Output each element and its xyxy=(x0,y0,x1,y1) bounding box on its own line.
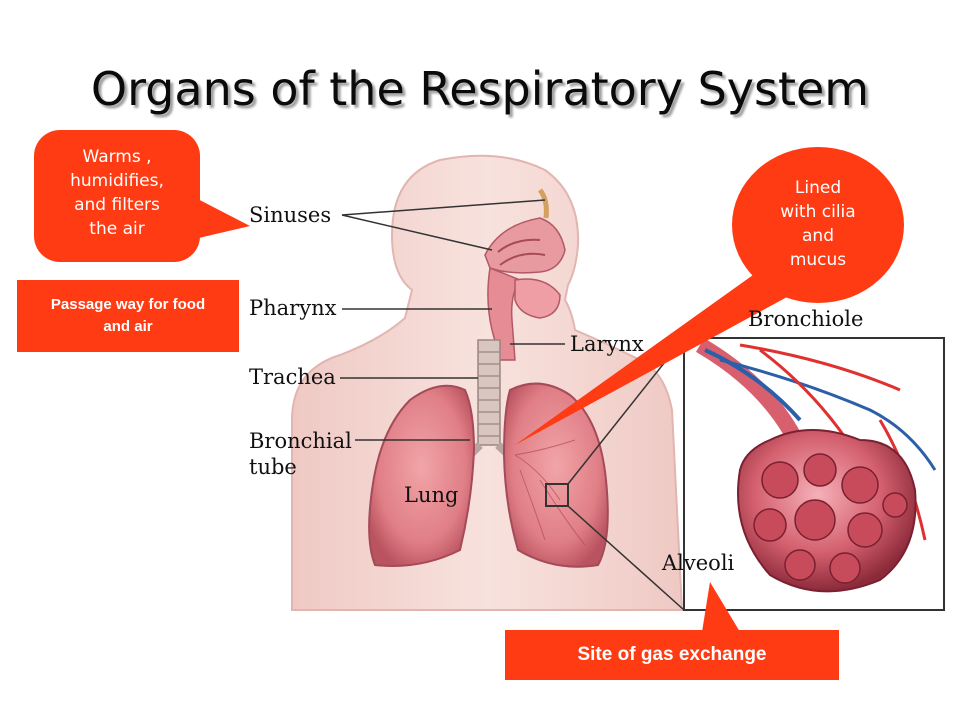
nasal-cavity xyxy=(484,188,566,274)
slide-title: Organs of the Respiratory System xyxy=(90,62,870,116)
callout-sinuses xyxy=(34,130,250,262)
label-sinuses: Sinuses xyxy=(249,203,332,227)
callout-bronchial-text: Lined with cilia and mucus xyxy=(738,176,898,272)
label-alveoli: Alveoli xyxy=(662,551,735,575)
callout-sinuses-text: Warms , humidifies, and filters the air xyxy=(34,145,200,241)
label-bronchial-line2: tube xyxy=(249,455,297,479)
label-pharynx: Pharynx xyxy=(249,296,337,320)
callout-bronchial-line: and xyxy=(802,226,834,246)
callout-sinuses-line: Warms , xyxy=(82,147,152,167)
label-lung: Lung xyxy=(404,483,459,507)
alveoli-inset xyxy=(683,337,945,611)
callout-bronchial xyxy=(515,147,904,445)
callout-bronchial-line: mucus xyxy=(789,250,847,270)
leader-lines xyxy=(340,199,565,441)
label-bronchial-line1: Bronchial xyxy=(249,429,352,453)
callout-alveoli xyxy=(505,582,839,680)
callout-sinuses-line: and filters xyxy=(74,195,160,215)
left-lung xyxy=(368,384,476,567)
callout-pharynx-line: and air xyxy=(103,318,153,335)
callout-pharynx-text: Passage way for food and air xyxy=(17,294,239,338)
callout-sinuses-line: humidifies, xyxy=(70,171,164,191)
label-bronchiole: Bronchiole xyxy=(748,307,864,331)
pharynx-region xyxy=(487,266,561,361)
alveoli-zoom-box xyxy=(545,483,569,507)
callout-sinuses-line: the air xyxy=(89,219,145,239)
label-trachea: Trachea xyxy=(249,365,336,389)
callout-pharynx-line: Passage way for food xyxy=(50,296,206,313)
callout-alveoli-text: Site of gas exchange xyxy=(577,644,767,665)
right-lung xyxy=(502,382,609,568)
callout-bronchial-line: Lined xyxy=(794,178,842,198)
callout-bronchial-line: with cilia xyxy=(780,202,856,222)
label-larynx: Larynx xyxy=(570,332,644,356)
callout-pharynx xyxy=(17,280,239,352)
